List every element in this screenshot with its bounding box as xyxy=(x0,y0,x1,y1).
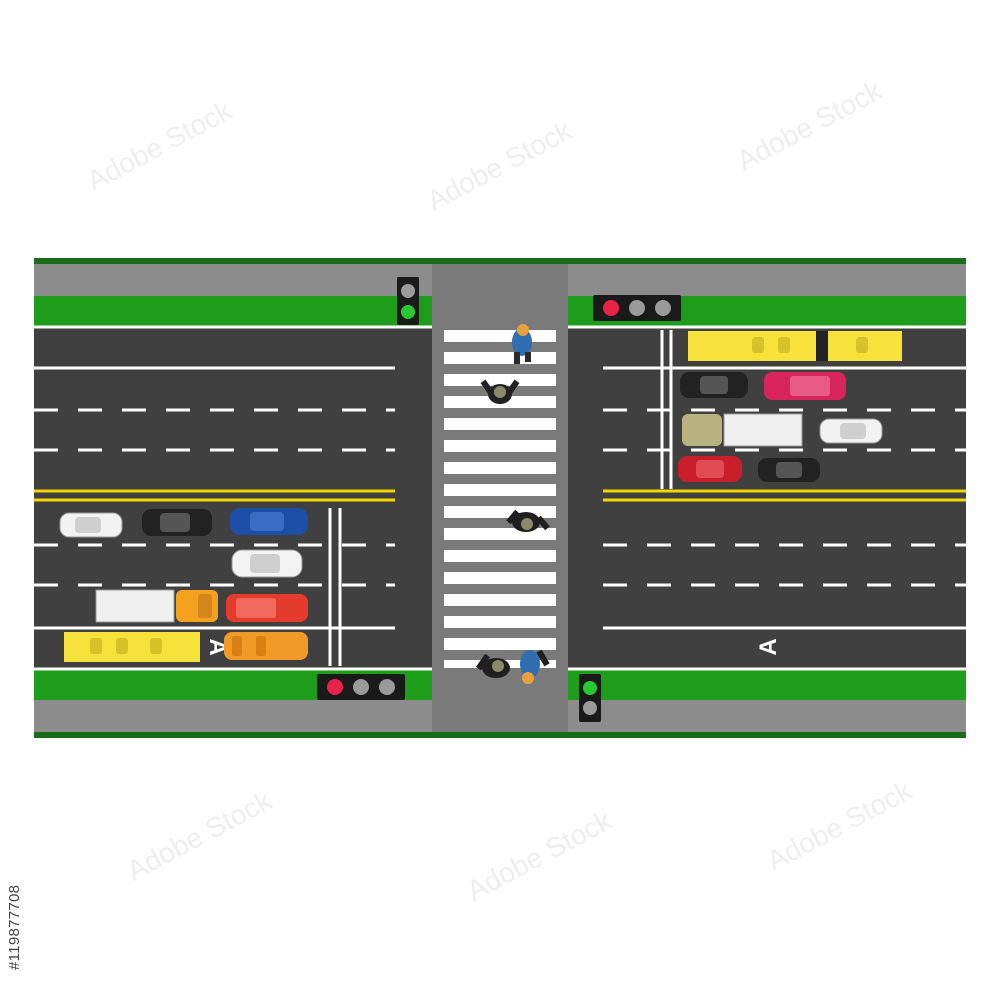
stock-image-id-text: #119877708 xyxy=(6,884,23,970)
grass-bottom-right xyxy=(568,670,966,700)
van-red xyxy=(226,594,308,622)
bus-yellow xyxy=(64,632,200,662)
bus-yellow xyxy=(688,331,902,361)
car-white xyxy=(819,418,883,444)
car-black xyxy=(142,509,212,536)
pedestrian xyxy=(506,509,550,532)
pedestrian xyxy=(475,653,510,678)
car-black xyxy=(680,372,748,398)
traffic-signal-bottom-left xyxy=(317,674,405,700)
van-magenta xyxy=(764,372,846,400)
pedestrian xyxy=(520,649,550,684)
truck-khaki xyxy=(682,413,803,447)
car-blue xyxy=(230,508,308,535)
car-white xyxy=(59,512,123,538)
car-white xyxy=(231,549,303,578)
traffic-signal-bottom-right xyxy=(579,674,601,722)
truck-white xyxy=(95,589,218,623)
traffic-signal-top-left xyxy=(397,277,419,325)
traffic-signal-top-right xyxy=(593,295,681,321)
pedestrian xyxy=(480,379,520,404)
pedestrian xyxy=(512,324,532,364)
car-black xyxy=(758,458,820,482)
car-red xyxy=(678,456,742,482)
van-orange xyxy=(224,632,308,660)
stock-image-id: #119877708 xyxy=(4,770,30,970)
grass-top-left xyxy=(34,296,432,326)
lane-letter-right: A xyxy=(755,638,782,655)
